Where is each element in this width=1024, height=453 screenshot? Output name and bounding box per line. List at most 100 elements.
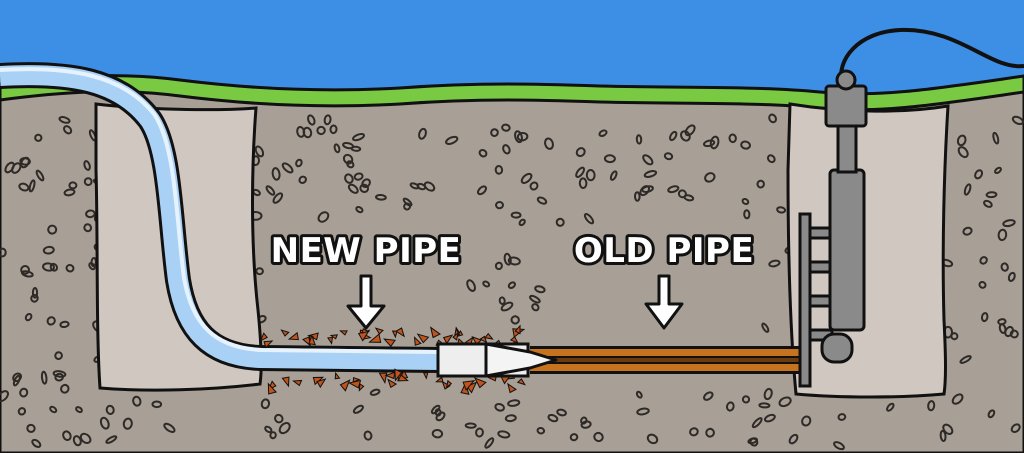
- right-pit: [786, 102, 950, 399]
- pebble: [99, 416, 110, 430]
- pebble: [352, 404, 364, 414]
- pebble: [766, 154, 776, 164]
- pebble: [705, 427, 715, 438]
- pebble: [520, 172, 533, 184]
- pebble: [281, 162, 294, 174]
- pebble: [333, 143, 341, 154]
- pebble: [42, 245, 55, 255]
- pebble: [24, 312, 33, 322]
- pebble: [346, 160, 355, 169]
- pebble: [1009, 329, 1019, 339]
- grass-strip: [0, 74, 1024, 112]
- pebble: [963, 183, 972, 196]
- pebble: [46, 316, 56, 326]
- pebble: [998, 323, 1007, 334]
- pebble: [643, 170, 658, 178]
- old-pipe: [530, 346, 800, 374]
- pebble: [583, 213, 595, 225]
- debris-fragment: [383, 338, 396, 348]
- debris-fragment: [422, 372, 429, 380]
- debris-fragment: [441, 380, 451, 390]
- pebble: [751, 417, 763, 429]
- pebble: [646, 433, 659, 445]
- pebble: [83, 160, 91, 171]
- pebble: [85, 209, 96, 219]
- debris-fragment: [347, 379, 362, 389]
- pebble: [728, 133, 737, 144]
- pebble: [663, 152, 674, 161]
- debris-fragment: [479, 335, 488, 344]
- debris-fragment: [507, 382, 517, 394]
- debris-fragment: [516, 378, 526, 386]
- pebble: [556, 408, 567, 417]
- pebble: [72, 435, 82, 447]
- pebble: [423, 181, 436, 192]
- pebble: [635, 134, 643, 145]
- pebble: [466, 279, 476, 292]
- debris-fragment: [316, 378, 327, 389]
- pebble: [598, 129, 608, 137]
- pebble: [507, 399, 521, 407]
- pebble: [254, 145, 265, 158]
- debris-fragment: [384, 371, 396, 380]
- pebble: [323, 114, 332, 126]
- debris-fragment: [416, 333, 430, 344]
- pebble: [475, 427, 484, 438]
- pebble: [295, 158, 303, 168]
- pebble: [484, 437, 495, 449]
- pebble: [151, 400, 163, 409]
- pebble: [19, 387, 29, 398]
- pebble: [516, 131, 529, 142]
- debris-fragment: [514, 324, 521, 335]
- pebble: [536, 426, 546, 435]
- pebble: [49, 405, 58, 414]
- debris-fragment: [267, 382, 278, 395]
- debris-fragment: [471, 336, 483, 346]
- pebble: [741, 197, 750, 206]
- debris-fragment: [435, 376, 444, 383]
- pebble: [667, 185, 680, 194]
- pebble: [490, 128, 499, 137]
- new-pipe-arrow-icon: [346, 274, 386, 330]
- debris-fragment: [327, 336, 334, 345]
- pebble: [514, 130, 523, 144]
- debris-fragment: [395, 327, 405, 338]
- debris-fragment: [287, 331, 299, 341]
- pebble: [40, 370, 48, 385]
- pebble: [163, 422, 176, 433]
- pebble: [494, 261, 503, 271]
- new-pipe: [0, 62, 441, 373]
- pebble: [979, 256, 988, 265]
- pebble: [1002, 219, 1016, 228]
- pebble: [296, 125, 306, 138]
- pebble: [709, 135, 720, 150]
- pebble: [435, 411, 446, 422]
- pebble: [361, 178, 371, 189]
- pebble: [510, 315, 520, 325]
- pebble: [62, 430, 72, 441]
- pebble: [833, 441, 845, 451]
- pebble: [495, 200, 504, 210]
- pebble: [269, 431, 277, 440]
- pebble: [585, 169, 596, 182]
- debris-fragment: [334, 371, 341, 380]
- burst-debris: [259, 324, 526, 395]
- pebble: [402, 197, 413, 207]
- pebble: [31, 286, 39, 299]
- pebble: [758, 402, 771, 409]
- pebble: [63, 125, 73, 135]
- old-pipe-label: OLD PIPE: [574, 231, 754, 271]
- pulling-machine: [798, 69, 868, 388]
- pebble: [725, 401, 735, 412]
- pebble: [478, 148, 488, 158]
- pebble: [369, 388, 381, 396]
- pebble: [703, 391, 714, 401]
- pebble: [430, 404, 441, 415]
- pebble: [403, 202, 412, 211]
- pebble: [684, 124, 696, 137]
- pebble: [531, 303, 540, 312]
- pebble: [75, 406, 83, 414]
- debris-fragment: [466, 381, 478, 394]
- pebble: [1010, 423, 1021, 434]
